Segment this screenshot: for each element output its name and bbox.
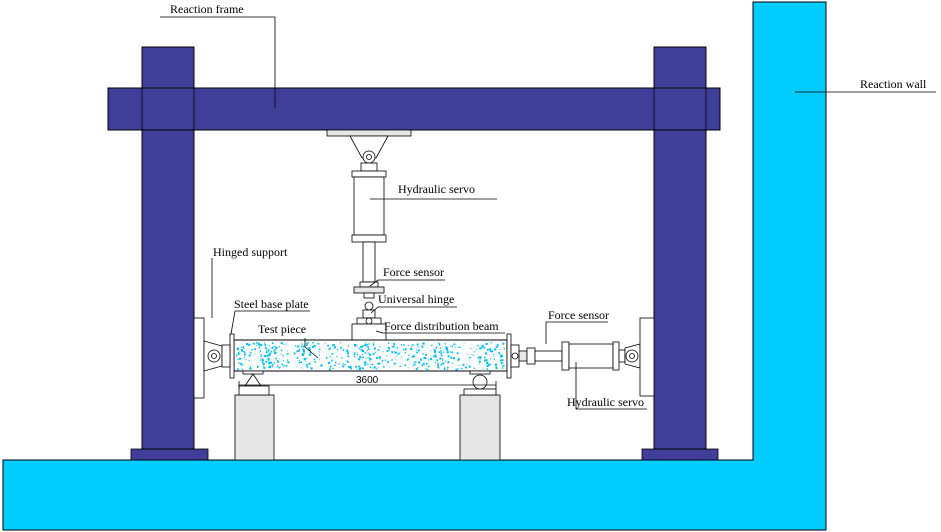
reaction-wall <box>2 1 827 531</box>
hinged-support <box>193 317 231 399</box>
horizontal-hydraulic-servo <box>534 317 655 397</box>
label-steel-base-plate: Steel base plate <box>234 297 309 311</box>
label-reaction-frame: Reaction frame <box>170 2 244 16</box>
label-test-piece: Test piece <box>258 322 306 336</box>
span-dimension <box>238 381 497 389</box>
reaction-frame-beam <box>107 87 721 131</box>
left-joint-outline <box>141 87 195 131</box>
label-force-sensor-horizontal: Force sensor <box>548 308 609 322</box>
left-steel-base-plate <box>229 333 235 379</box>
horizontal-force-sensor <box>510 344 536 368</box>
span-dimension-label: 3600 <box>356 375 379 386</box>
leader-lines <box>160 16 936 410</box>
label-force-sensor-vertical: Force sensor <box>383 265 444 279</box>
left-column-base-plate <box>130 448 209 461</box>
right-pedestal <box>459 394 501 461</box>
vertical-force-sensor <box>353 281 385 311</box>
left-roller-support <box>238 370 270 396</box>
label-universal-hinge: Universal hinge <box>378 292 454 306</box>
label-reaction-wall: Reaction wall <box>860 77 927 91</box>
left-pedestal <box>234 394 275 461</box>
label-hydraulic-servo-vertical: Hydraulic servo <box>398 182 475 196</box>
right-column-base-plate <box>641 448 719 461</box>
right-steel-base-plate <box>506 333 512 379</box>
label-force-distribution-beam: Force distribution beam <box>384 319 499 333</box>
universal-hinge <box>356 309 382 325</box>
label-hinged-support: Hinged support <box>213 245 288 259</box>
right-roller-support <box>463 370 497 396</box>
vertical-hydraulic-servo <box>326 129 412 283</box>
right-joint-outline <box>653 87 707 131</box>
label-hydraulic-servo-horizontal: Hydraulic servo <box>567 395 644 409</box>
test-piece-concrete-texture <box>236 342 505 371</box>
